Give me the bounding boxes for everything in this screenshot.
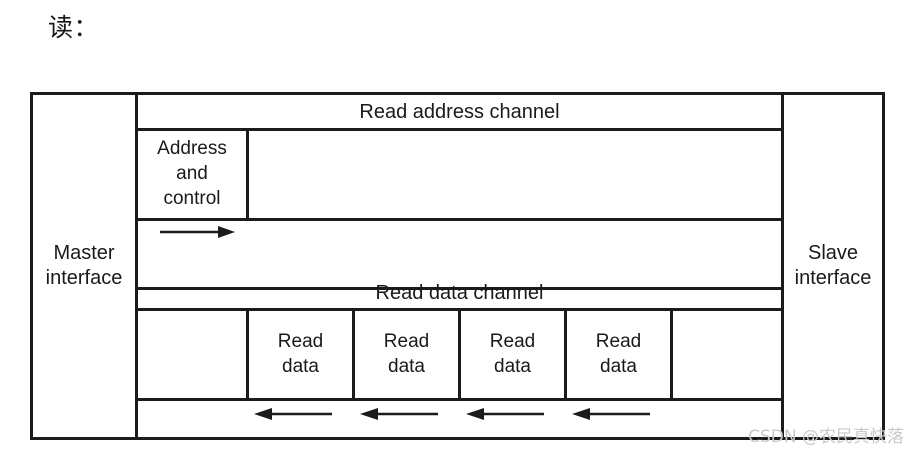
channel-band-bottom-rule [135,437,784,440]
read-data-cell-3-line2: data [494,356,531,377]
read-data-cell-divider-3 [458,308,461,401]
read-address-cells-bottom-rule [135,218,784,221]
read-data-cell-3-line1: Read [489,331,536,352]
read-data-cell-divider-1 [246,308,249,401]
read-address-channel-top-rule [135,92,784,95]
read-data-cell-4: Read data [567,310,670,398]
read-data-cell-2: Read data [355,310,458,398]
read-data-flow-arrow-left-2 [360,408,438,420]
csdn-watermark: CSDN @农民真快落 [748,427,904,447]
address-and-control-line2: and [176,162,208,184]
page-title: 读： [48,13,100,42]
slave-interface-label-line2: interface [794,267,872,289]
read-data-flow-arrow-left-1 [254,408,332,420]
read-data-cell-divider-2 [352,308,355,401]
read-address-cell-divider [246,128,249,221]
channel-band-right-edge [781,92,784,440]
address-and-control-line1: Address [157,137,227,159]
slave-interface-label-line1: Slave [807,242,859,264]
channel-band-left-edge [135,92,138,440]
read-address-flow-arrow-right [160,226,235,238]
read-address-cells-top-rule [135,128,784,131]
read-data-channel-top-rule [135,287,784,290]
read-data-cell-2-line1: Read [383,331,430,352]
master-interface-box: Master interface [30,92,138,440]
address-and-control-line3: control [163,187,221,209]
read-address-channel-title: Read address channel [359,101,560,123]
read-data-flow-arrow-left-3 [466,408,544,420]
read-data-cell-1-line1: Read [277,331,324,352]
read-data-cell-divider-5 [670,308,673,401]
read-data-cell-3: Read data [461,310,564,398]
read-data-cell-4-line1: Read [595,331,642,352]
read-data-cell-2-line2: data [388,356,425,377]
read-data-cell-1-line2: data [282,356,319,377]
read-data-cell-1: Read data [249,310,352,398]
master-interface-label-line2: interface [45,267,123,289]
read-data-cell-divider-4 [564,308,567,401]
master-interface-label-line1: Master [53,242,115,264]
slave-interface-box: Slave interface [781,92,885,440]
read-data-flow-arrow-left-4 [572,408,650,420]
read-data-channel-title: Read data channel [375,282,544,304]
read-data-cell-4-line2: data [600,356,637,377]
address-and-control-cell: Address and control [138,128,246,218]
